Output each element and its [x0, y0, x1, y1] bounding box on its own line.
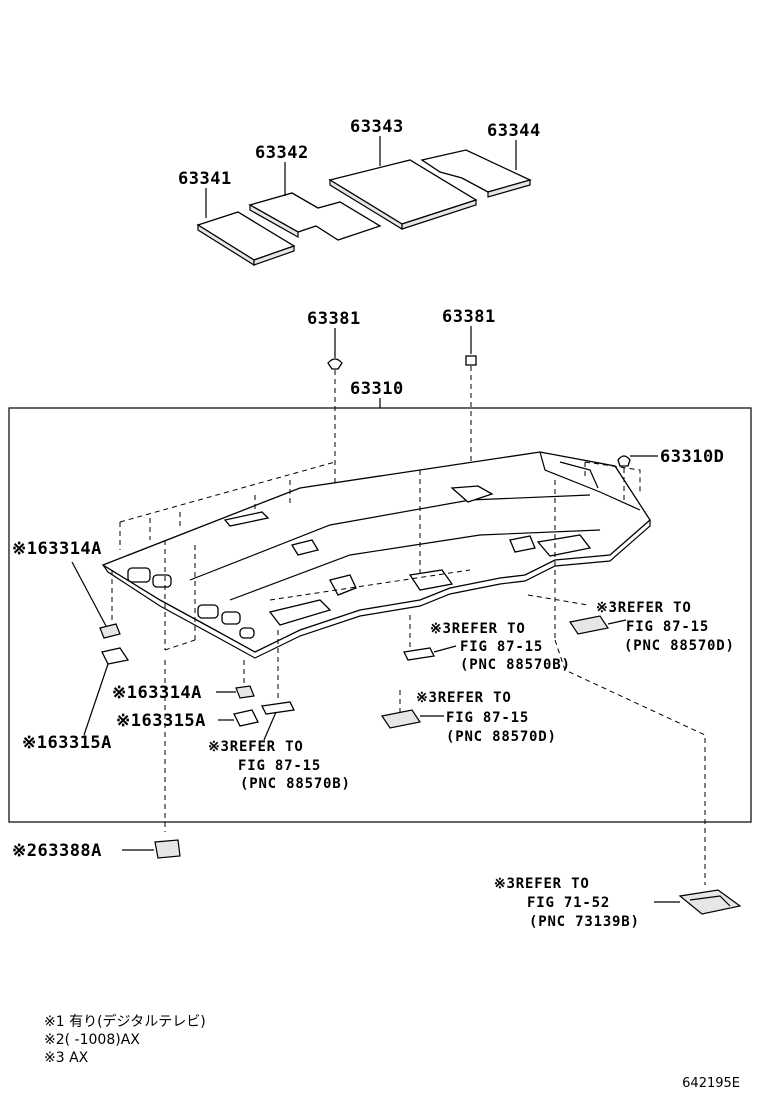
svg-text:(PNC 88570D): (PNC 88570D)	[624, 638, 735, 654]
bracket-63314A-left: ※163314A	[12, 539, 121, 639]
ref-73139B-lamp: ※3REFER TO FIG 71-52 (PNC 73139B)	[494, 876, 742, 930]
footnotes: ※1 有り(デジタルテレビ) ※2( -1008)AX ※3 AX	[44, 1013, 206, 1067]
roof-headliner	[101, 451, 651, 659]
svg-text:(PNC 88570D): (PNC 88570D)	[446, 729, 557, 745]
svg-text:63344: 63344	[487, 121, 541, 141]
svg-text:63342: 63342	[255, 143, 309, 163]
headliner-frame	[8, 407, 752, 823]
svg-text:(PNC 88570B): (PNC 88570B)	[460, 657, 571, 673]
ref-88570B-lower: ※3REFER TO FIG 87-15 (PNC 88570B)	[208, 711, 351, 792]
ref-88570B-center: ※3REFER TO FIG 87-15 (PNC 88570B)	[403, 615, 571, 673]
ref-88570D-center: ※3REFER TO FIG 87-15 (PNC 88570D)	[381, 690, 557, 745]
svg-text:※163315A: ※163315A	[116, 711, 206, 731]
bracket-63314A-mid: ※163314A	[112, 660, 255, 703]
svg-text:(PNC 88570B): (PNC 88570B)	[240, 776, 351, 792]
clip-63381-left: 63381	[307, 309, 361, 488]
footnote-1: ※1 有り(デジタルテレビ)	[44, 1014, 206, 1030]
svg-text:※3REFER TO: ※3REFER TO	[494, 876, 590, 892]
svg-text:63341: 63341	[178, 169, 232, 189]
svg-text:FIG 87-15: FIG 87-15	[238, 758, 321, 774]
clip-63388A: ※263388A	[12, 839, 181, 861]
figure-id: 642195E	[682, 1076, 740, 1091]
svg-text:FIG 87-15: FIG 87-15	[626, 619, 709, 635]
svg-text:(PNC 73139B): (PNC 73139B)	[529, 914, 640, 930]
pad-label-63344: 63344	[487, 121, 541, 170]
svg-text:63381: 63381	[307, 309, 361, 329]
hole-clip-63310D: 63310D	[617, 447, 724, 500]
svg-text:※3REFER TO: ※3REFER TO	[416, 690, 512, 706]
svg-text:FIG 87-15: FIG 87-15	[446, 710, 529, 726]
svg-text:※163315A: ※163315A	[22, 733, 112, 753]
pad-63315A-mid: ※163315A	[116, 709, 259, 731]
pad-63344	[420, 149, 532, 198]
svg-text:※163314A: ※163314A	[112, 683, 202, 703]
svg-text:FIG 71-52: FIG 71-52	[527, 895, 610, 911]
pad-label-63341: 63341	[178, 169, 232, 218]
svg-text:63310: 63310	[350, 379, 404, 399]
footnote-3: ※3 AX	[44, 1050, 89, 1066]
pad-label-63342: 63342	[255, 143, 309, 196]
svg-text:※3REFER TO: ※3REFER TO	[430, 621, 526, 637]
roof-lamp-leader	[554, 639, 706, 885]
svg-text:FIG 87-15: FIG 87-15	[460, 639, 543, 655]
headliner-dashes	[119, 461, 641, 651]
svg-text:※3REFER TO: ※3REFER TO	[208, 739, 304, 755]
svg-text:63343: 63343	[350, 117, 404, 137]
svg-text:63381: 63381	[442, 307, 496, 327]
pad-63315A-left: ※163315A	[22, 647, 130, 753]
small-lamp-part-mid	[261, 630, 295, 715]
pad-63341	[196, 211, 296, 267]
footnote-2: ※2( -1008)AX	[44, 1032, 140, 1048]
pad-label-63343: 63343	[350, 117, 404, 166]
svg-text:※263388A: ※263388A	[12, 841, 102, 861]
svg-text:※3REFER TO: ※3REFER TO	[596, 600, 692, 616]
svg-text:※163314A: ※163314A	[12, 539, 102, 559]
svg-text:63310D: 63310D	[660, 447, 724, 467]
pad-63342	[248, 192, 382, 241]
ref-88570D-right: ※3REFER TO FIG 87-15 (PNC 88570D)	[527, 594, 735, 654]
headliner-label: 63310	[350, 379, 404, 408]
pad-63343	[328, 159, 478, 231]
